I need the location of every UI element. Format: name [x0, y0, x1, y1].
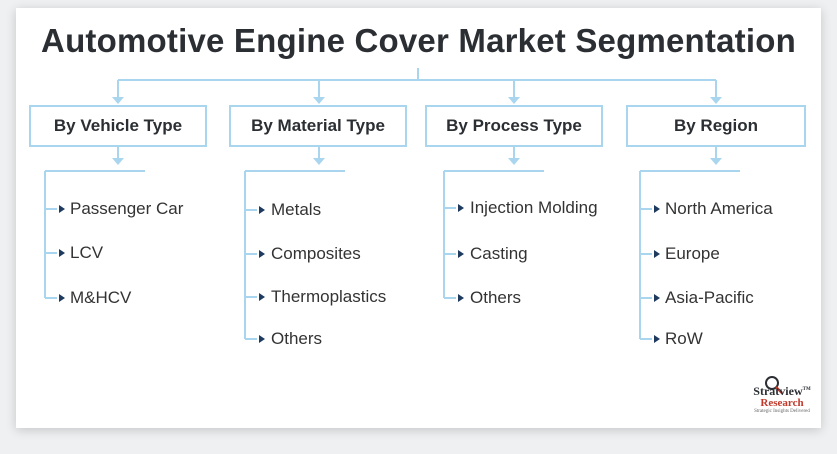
bullet-arrow-icon	[259, 206, 265, 214]
magnifier-logo-icon	[765, 376, 783, 394]
page-title: Automotive Engine Cover Market Segmentat…	[41, 22, 796, 59]
arrow-down-icon	[313, 97, 325, 104]
stratview-logo: StratviewTM Research Strategic Insights …	[744, 384, 820, 414]
list-item: Asia-Pacific	[665, 288, 754, 307]
list-item: Others	[271, 329, 323, 348]
bullet-arrow-icon	[654, 335, 660, 343]
bullet-arrow-icon	[654, 294, 660, 302]
arrow-down-icon	[710, 97, 722, 104]
list-item: Metals	[271, 200, 322, 219]
arrow-down-icon	[112, 158, 124, 165]
list-item: Europe	[665, 244, 720, 263]
list-item: Casting	[470, 244, 528, 263]
category-box-region: By Region	[626, 105, 806, 147]
arrow-down-icon	[508, 97, 520, 104]
list-item: Thermoplastics	[271, 287, 387, 306]
bullet-arrow-icon	[458, 204, 464, 212]
list-item: Others	[470, 288, 522, 307]
list-item: North America	[665, 199, 773, 218]
list-item: Injection Molding	[470, 198, 598, 217]
category-box-process-type: By Process Type	[425, 105, 603, 147]
bullet-arrow-icon	[654, 205, 660, 213]
bullet-arrow-icon	[259, 250, 265, 258]
bullet-arrow-icon	[259, 335, 265, 343]
bullet-arrow-icon	[654, 250, 660, 258]
list-item: RoW	[665, 329, 703, 348]
list-item: LCV	[70, 243, 104, 262]
bullet-arrow-icon	[458, 250, 464, 258]
bullet-arrow-icon	[59, 294, 65, 302]
bullet-arrow-icon	[59, 205, 65, 213]
arrow-down-icon	[313, 158, 325, 165]
bullet-arrow-icon	[458, 294, 464, 302]
list-item: Passenger Car	[70, 199, 184, 218]
category-box-material-type: By Material Type	[229, 105, 407, 147]
arrow-down-icon	[710, 158, 722, 165]
category-box-vehicle-type: By Vehicle Type	[29, 105, 207, 147]
logo-tagline: Strategic Insights Delivered	[754, 409, 810, 414]
arrow-down-icon	[112, 97, 124, 104]
bullet-arrow-icon	[59, 249, 65, 257]
list-item: M&HCV	[70, 288, 132, 307]
logo-sub: Research	[760, 397, 804, 409]
arrow-down-icon	[508, 158, 520, 165]
logo-tm: TM	[802, 387, 811, 392]
bullet-arrow-icon	[259, 293, 265, 301]
list-item: Composites	[271, 244, 361, 263]
logo-name: Stratview	[753, 384, 803, 398]
